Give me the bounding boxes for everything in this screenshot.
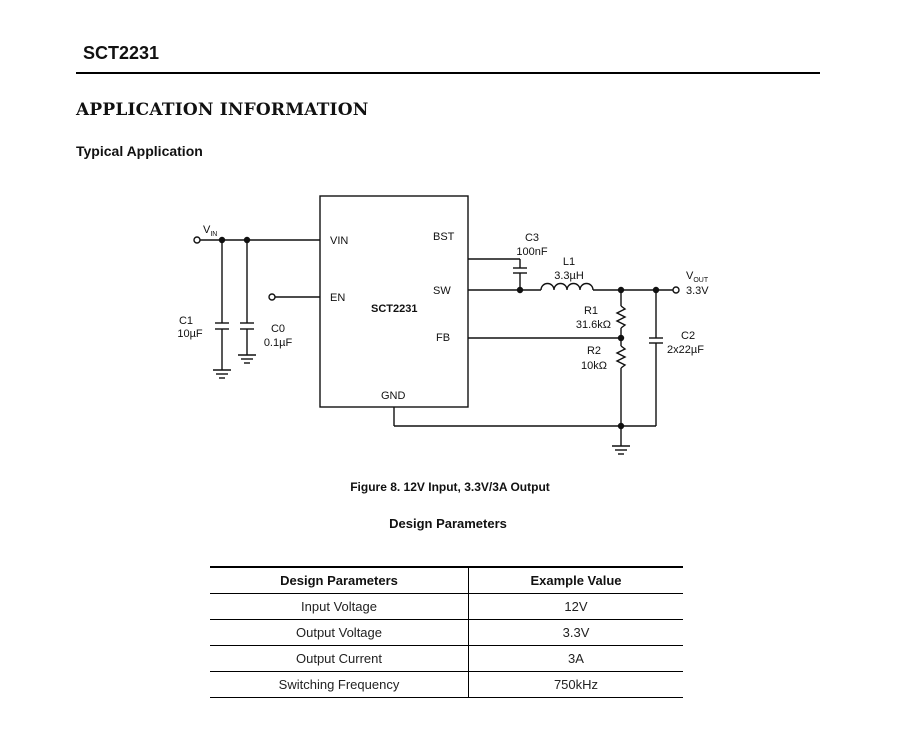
vin-label: VIN: [203, 224, 217, 238]
c2-value-label: 2x22µF: [667, 344, 704, 356]
pin-gnd-label: GND: [381, 390, 406, 402]
c0-ref-label: C0: [271, 323, 285, 335]
parameter-value: 12V: [468, 593, 683, 620]
parameter-value: 750kHz: [468, 671, 683, 698]
vout-label: VOUT: [686, 270, 709, 284]
table-row: Output Voltage 3.3V: [210, 619, 683, 646]
pin-en-label: EN: [330, 292, 345, 304]
r1-ref-label: R1: [584, 305, 598, 317]
vout-terminal: [672, 286, 680, 294]
parameter-name: Input Voltage: [210, 593, 469, 620]
c1-ref-label: C1: [179, 315, 193, 327]
parameter-name: Output Current: [210, 645, 469, 672]
pin-vin-label: VIN: [330, 235, 348, 247]
parameter-value: 3.3V: [468, 619, 683, 646]
r2-ref-label: R2: [587, 345, 601, 357]
r1-resistor: [615, 290, 627, 338]
vin-terminal: [193, 236, 201, 244]
c0-capacitor: [238, 240, 256, 364]
l1-inductor: [540, 282, 594, 291]
pin-fb-label: FB: [436, 332, 450, 344]
subsection-title: Typical Application: [76, 143, 203, 159]
en-terminal: [268, 293, 276, 301]
c1-value-label: 10µF: [177, 328, 203, 340]
table-row: Switching Frequency 750kHz: [210, 671, 683, 698]
table-row: Output Current 3A: [210, 645, 683, 672]
section-title: APPLICATION INFORMATION: [76, 100, 369, 120]
c2-capacitor: [649, 290, 663, 426]
pin-bst-label: BST: [433, 231, 455, 243]
c1-capacitor: [213, 240, 231, 379]
l1-ref-label: L1: [563, 256, 575, 268]
r2-resistor: [615, 338, 627, 426]
c2-ref-label: C2: [681, 330, 695, 342]
l1-value-label: 3.3µH: [554, 270, 584, 282]
design-parameters-title: Design Parameters: [389, 516, 507, 531]
parameter-name: Switching Frequency: [210, 671, 469, 698]
figure-caption: Figure 8. 12V Input, 3.3V/3A Output: [350, 480, 550, 494]
design-parameters-table: Design Parameters Example Value Input Vo…: [210, 566, 683, 698]
c3-capacitor: [468, 258, 527, 290]
part-number: SCT2231: [83, 43, 160, 63]
header-rule: [76, 72, 820, 74]
parameter-name: Output Voltage: [210, 619, 469, 646]
column-header: Design Parameters: [210, 566, 469, 594]
vout-value-label: 3.3V: [686, 285, 709, 297]
table-header-row: Design Parameters Example Value: [210, 566, 683, 594]
application-schematic: VIN EN BST SW FB GND SCT2231 VIN C1 10µF…: [177, 195, 709, 455]
c0-value-label: 0.1µF: [264, 337, 293, 349]
c3-value-label: 100nF: [516, 246, 547, 258]
ic-name-label: SCT2231: [371, 303, 417, 315]
table-row: Input Voltage 12V: [210, 593, 683, 620]
sw-junction: [516, 286, 524, 294]
r2-value-label: 10kΩ: [581, 360, 607, 372]
ground-symbol: [612, 426, 630, 455]
c3-ref-label: C3: [525, 232, 539, 244]
column-header: Example Value: [468, 566, 683, 594]
pin-sw-label: SW: [433, 285, 451, 297]
r1-value-label: 31.6kΩ: [576, 319, 611, 331]
parameter-value: 3A: [468, 645, 683, 672]
